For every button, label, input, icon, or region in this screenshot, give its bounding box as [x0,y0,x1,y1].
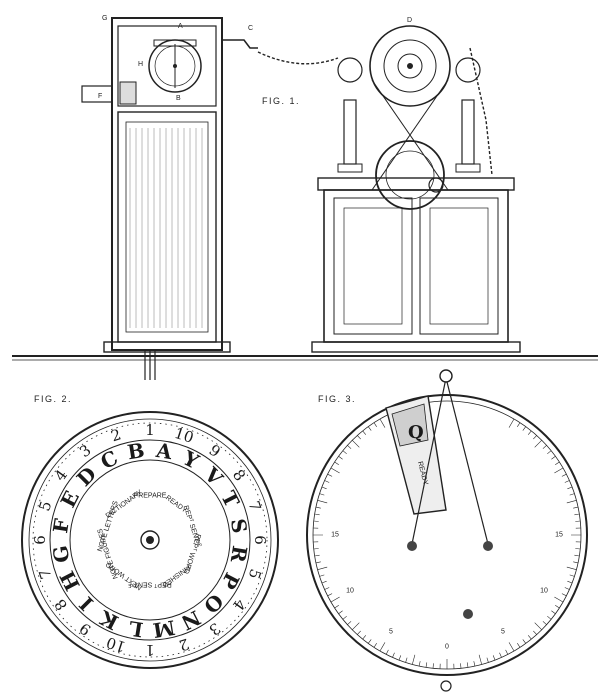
scale-number: 5 [389,629,393,636]
dial-letter: O [199,589,228,618]
letter-h: H [138,61,143,68]
fig1-label: FIG. 1. [262,96,300,106]
dial-letter: Y [178,445,203,474]
dial-number: 9 [76,619,94,639]
scale-number: 15 [331,532,339,539]
fig2-label: FIG. 2. [34,394,72,404]
figure-1-apparatus: FIG. 1. [12,15,598,380]
dial-letter: D [72,462,101,491]
dial-letter: C [97,445,122,474]
dial-word: REPᵀ SENTᶜᴱ [128,581,172,588]
dial-outer-rim [21,411,279,669]
dial-number: 10 [172,424,196,447]
dial-letter: B [126,438,146,464]
letter-g: G [102,15,107,22]
letter-a: A [178,23,183,30]
dial-number: 7 [245,499,265,514]
dial-letter: R [226,544,252,565]
dial-letter: M [151,615,177,642]
dial-number: 2 [109,425,124,445]
dial-number: 3 [206,619,224,639]
dial-letter: T [216,487,244,511]
letter-b: B [176,95,181,102]
dial-letter: K [95,605,122,635]
dial-letter: P [216,569,244,593]
dial-number: 6 [31,535,49,545]
dial-number: 6 [251,535,269,545]
scale-number: 0 [445,644,449,651]
dial-word: DICTIONARY [105,489,144,520]
transmitter-cabinet [81,17,258,380]
dial-number: 9 [206,441,224,461]
dial-number: 4 [229,596,249,614]
scale-number: 10 [346,588,354,595]
dial-letter: H [55,567,85,595]
dial-number: 8 [51,596,71,614]
dial-number: 4 [51,466,71,484]
receiver-machine [311,25,521,353]
dial-letter: A [154,438,175,464]
scale-number: 15 [555,532,563,539]
dial-letter: E [56,487,84,511]
dial-letter: G [48,544,74,565]
dial-number: 7 [35,567,55,582]
fig3-label: FIG. 3. [318,394,356,404]
dial-letter: L [127,616,145,642]
center-knob [463,609,473,619]
dial-word: PREPARE [134,493,167,500]
dial-letter: I [75,592,99,616]
dial-number: 3 [76,441,94,461]
letter-f: F [98,93,102,100]
dial-letter: S [226,517,252,535]
needle-knob-left [407,541,417,551]
letter-c: C [248,25,253,32]
window-letter: Q [408,422,424,443]
dial-number: 1 [145,641,155,659]
scale-number: 5 [501,629,505,636]
indicator-scale-numbers: 15 10 5 0 5 10 15 [331,532,563,651]
dial-letter: N [177,605,204,635]
needle-knob-right [483,541,493,551]
indicator-rim [306,394,588,676]
dial-number: 5 [245,567,265,582]
dial-letter: F [48,517,74,535]
drive-chain [257,51,339,65]
letter-d: D [407,17,412,24]
dial-number: 8 [229,466,249,484]
dial-number: 5 [35,499,55,514]
dial-number: 10 [104,633,128,656]
dial-letter: V [199,462,228,491]
dial-number: 1 [145,421,155,439]
scale-number: 10 [540,588,548,595]
indicator-scale-ticks [313,418,581,669]
dial-number: 2 [177,635,192,655]
